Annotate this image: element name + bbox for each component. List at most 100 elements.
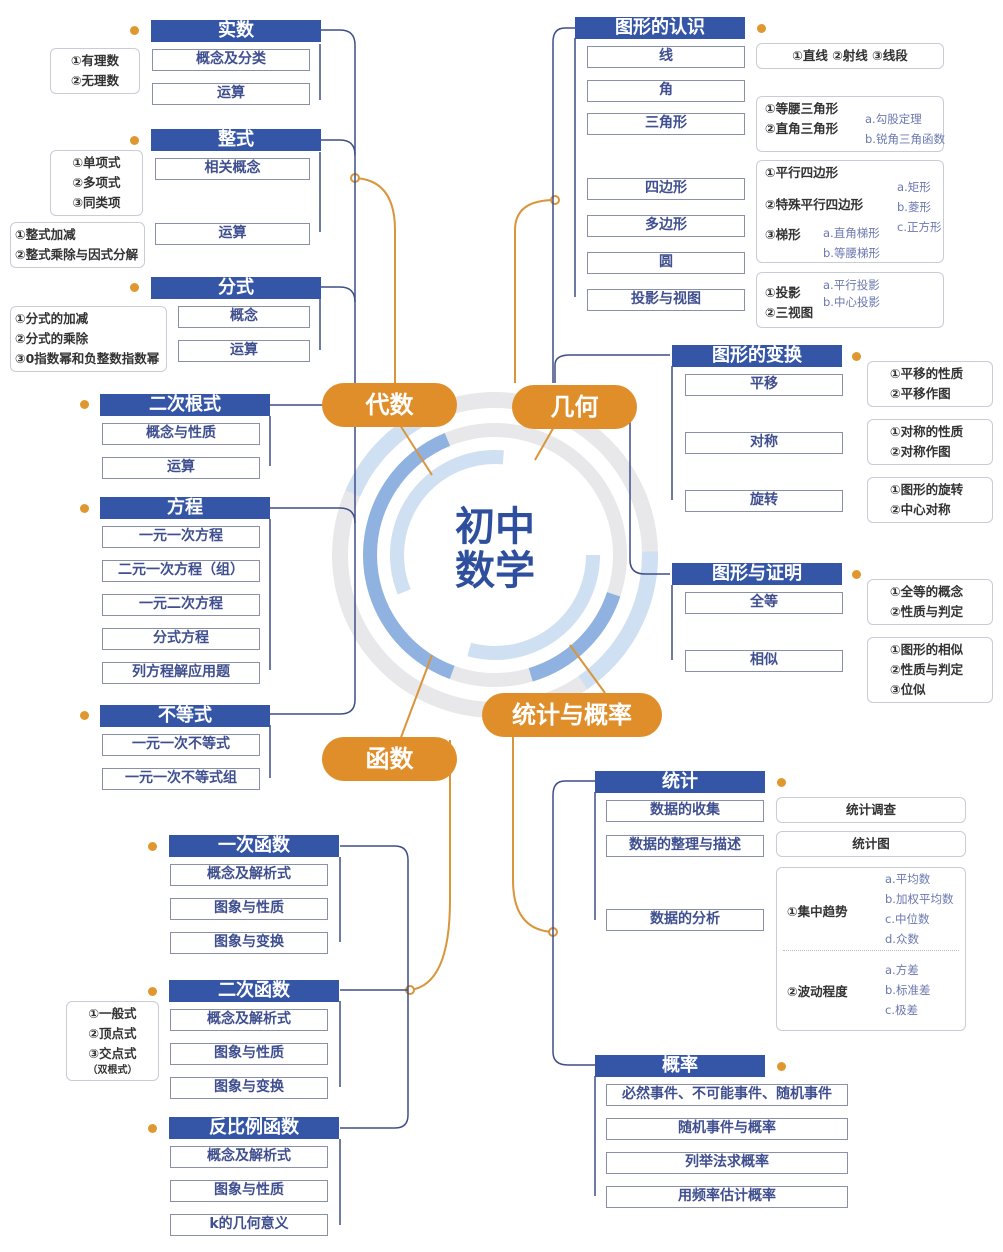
badge-icon (130, 26, 139, 35)
badge-icon (130, 136, 139, 145)
badge-icon (777, 778, 786, 787)
item[interactable]: 概念 (178, 306, 310, 328)
item[interactable]: 多边形 (587, 215, 745, 237)
group-inequalities[interactable]: 不等式 (100, 705, 270, 727)
item[interactable]: 列举法求概率 (606, 1152, 848, 1174)
note-line: ①有理数 (70, 53, 120, 68)
note-subline: a.矩形 (897, 180, 931, 194)
item[interactable]: 运算 (155, 223, 310, 245)
group-statistics[interactable]: 统计 (595, 771, 765, 793)
item[interactable]: 角 (587, 80, 745, 102)
item[interactable]: 平移 (685, 374, 843, 396)
badge-icon (80, 711, 89, 720)
item[interactable]: 运算 (102, 457, 260, 479)
note-line: ③位似 (890, 682, 926, 697)
note-box: ①投影 ②三视图 a.平行投影 b.中心投影 (756, 272, 944, 328)
note-box: ①图形的相似 ②性质与判定 ③位似 (867, 637, 993, 703)
branch-functions[interactable]: 函数 (322, 737, 457, 781)
item[interactable]: 运算 (152, 83, 310, 105)
note-subline: a.勾股定理 (865, 112, 922, 126)
item[interactable]: 概念与性质 (102, 423, 260, 445)
item[interactable]: 图象与性质 (170, 1043, 328, 1065)
item[interactable]: 数据的分析 (606, 909, 764, 931)
center-title-line1: 初中 (455, 504, 535, 550)
item[interactable]: 投影与视图 (587, 289, 745, 311)
item[interactable]: 相似 (685, 650, 843, 672)
item[interactable]: 图象与性质 (170, 898, 328, 920)
item[interactable]: 概念及解析式 (170, 1009, 328, 1031)
item[interactable]: 一元一次方程 (102, 526, 260, 548)
item[interactable]: 一元一次不等式 (102, 734, 260, 756)
note-line: ②整式乘除与因式分解 (15, 247, 139, 262)
note-line: ①图形的旋转 (890, 482, 964, 497)
branch-stats[interactable]: 统计与概率 (482, 693, 662, 737)
group-shape-basics[interactable]: 图形的认识 (575, 17, 745, 39)
item[interactable]: 运算 (178, 340, 310, 362)
group-transformations[interactable]: 图形的变换 (672, 345, 842, 367)
item[interactable]: 图象与变换 (170, 932, 328, 954)
item[interactable]: 全等 (685, 592, 843, 614)
item[interactable]: 旋转 (685, 490, 843, 512)
group-probability[interactable]: 概率 (595, 1055, 765, 1077)
item[interactable]: 相关概念 (155, 158, 310, 180)
note-subline: c.极差 (885, 1003, 918, 1017)
item[interactable]: 四边形 (587, 178, 745, 200)
note-line: ①一般式 (88, 1006, 137, 1021)
group-radicals[interactable]: 二次根式 (100, 394, 270, 416)
note-line: ②直角三角形 (765, 121, 839, 136)
badge-icon (80, 504, 89, 513)
note-line: ①对称的性质 (890, 424, 964, 439)
note-box: ①图形的旋转 ②中心对称 (867, 477, 993, 523)
note-subline: a.平行投影 (823, 278, 880, 292)
badge-icon (80, 400, 89, 409)
note-box: ①直线 ②射线 ③线段 (756, 43, 944, 69)
note-line: ②对称作图 (890, 444, 951, 459)
item[interactable]: 随机事件与概率 (606, 1118, 848, 1140)
item[interactable]: 对称 (685, 432, 843, 454)
item[interactable]: 三角形 (587, 113, 745, 135)
group-proofs[interactable]: 图形与证明 (672, 563, 842, 585)
group-linear-function[interactable]: 一次函数 (169, 835, 339, 857)
note-box: 统计图 (776, 831, 966, 857)
badge-icon (130, 283, 139, 292)
item[interactable]: 图象与性质 (170, 1180, 328, 1202)
item[interactable]: 分式方程 (102, 628, 260, 650)
note-line: ①投影 (765, 285, 801, 300)
item[interactable]: 二元一次方程（组） (102, 560, 260, 582)
note-subline: a.方差 (885, 963, 919, 977)
item[interactable]: 线 (587, 46, 745, 68)
item[interactable]: 数据的收集 (606, 800, 764, 822)
item[interactable]: 一元一次不等式组 (102, 768, 260, 790)
item[interactable]: 列方程解应用题 (102, 662, 260, 684)
note-line: ③梯形 (765, 227, 801, 242)
branch-algebra[interactable]: 代数 (322, 383, 457, 427)
note-line: ①全等的概念 (890, 584, 964, 599)
item[interactable]: 圆 (587, 252, 745, 274)
note-box: ①集中趋势 a.平均数 b.加权平均数 c.中位数 d.众数 ②波动程度 a.方… (776, 867, 966, 1031)
item[interactable]: 概念及解析式 (170, 864, 328, 886)
group-quadratic-function[interactable]: 二次函数 (169, 980, 339, 1002)
center-title-line2: 数学 (455, 548, 535, 594)
group-equations[interactable]: 方程 (100, 497, 270, 519)
item[interactable]: 数据的整理与描述 (606, 835, 764, 857)
item[interactable]: k的几何意义 (170, 1214, 328, 1236)
note-line: ①平行四边形 (765, 165, 839, 180)
note-subline: d.众数 (885, 932, 919, 946)
group-fractions[interactable]: 分式 (151, 277, 321, 299)
branch-geometry[interactable]: 几何 (512, 385, 637, 429)
item[interactable]: 概念及解析式 (170, 1146, 328, 1168)
group-polynomials[interactable]: 整式 (151, 129, 321, 151)
group-inverse-function[interactable]: 反比例函数 (169, 1117, 339, 1139)
badge-icon (148, 1124, 157, 1133)
item[interactable]: 用频率估计概率 (606, 1186, 848, 1208)
item[interactable]: 一元二次方程 (102, 594, 260, 616)
item[interactable]: 必然事件、不可能事件、随机事件 (606, 1084, 848, 1106)
note-line: ②多项式 (72, 175, 121, 190)
note-line: ①平移的性质 (890, 366, 964, 381)
note-box: ①平移的性质 ②平移作图 (867, 361, 993, 407)
item[interactable]: 概念及分类 (152, 49, 310, 71)
group-real-numbers[interactable]: 实数 (151, 20, 321, 42)
item[interactable]: 图象与变换 (170, 1077, 328, 1099)
note-line: ②特殊平行四边形 (765, 197, 864, 212)
note-line: ②分式的乘除 (15, 331, 89, 346)
